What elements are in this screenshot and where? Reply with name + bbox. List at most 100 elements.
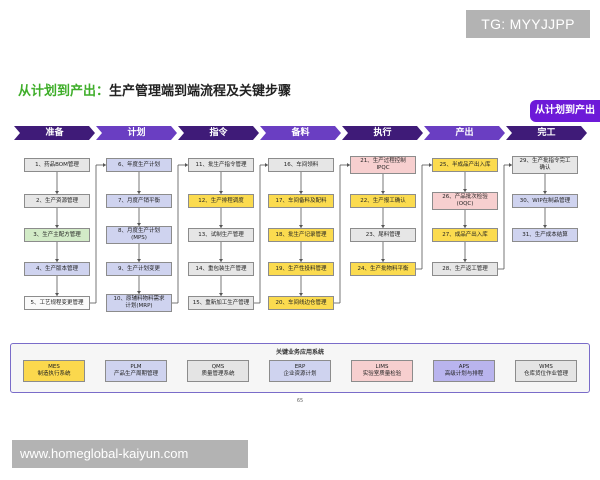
systems-title: 关键业务应用系统 <box>275 349 324 356</box>
connector-2-4-arrowhead <box>137 291 141 294</box>
connector-1-2-arrowhead <box>55 225 59 228</box>
step-1-4: 4、生产版本管理 <box>24 262 90 276</box>
column-link-6-c-arrowhead <box>509 163 512 167</box>
step-5-3: 23、尾料管理 <box>350 228 416 242</box>
step-4-1: 16、车间领料 <box>268 158 334 172</box>
column-link-2-c-arrowhead <box>185 163 188 167</box>
column-link-3-c-arrowhead <box>265 163 268 167</box>
connector-4-4-arrowhead <box>299 293 303 296</box>
system-code: QMS <box>211 363 225 370</box>
step-3-2: 12、生产排程调度 <box>188 194 254 208</box>
connector-2-3-arrowhead <box>137 259 141 262</box>
page-title: 从计划到产出：生产管理端到端流程及关键步骤 <box>18 80 291 99</box>
system-code: MES <box>48 363 60 370</box>
connector-3-1-arrowhead <box>219 191 223 194</box>
step-7-1: 29、生产批指令完工 确认 <box>512 156 578 174</box>
system-name: 实验室质量检验 <box>362 371 402 377</box>
step-4-3: 18、批生产记录管理 <box>268 228 334 242</box>
step-5-1: 21、生产过程控制 IPQC <box>350 156 416 174</box>
system-code: APS <box>458 363 470 370</box>
phase-2: 计划 <box>96 126 177 140</box>
connector-5-1-arrowhead <box>381 191 385 194</box>
flow-tag: 从计划到产出 <box>530 100 600 122</box>
step-3-5: 15、重新加工生产管理 <box>188 296 254 310</box>
phase-5: 执行 <box>342 126 423 140</box>
step-1-1: 1、药品BOM管理 <box>24 158 90 172</box>
connector-6-3-arrowhead <box>463 259 467 262</box>
step-3-1: 11、批生产指令管理 <box>188 158 254 172</box>
step-2-3: 8、月度生产计划 (MPS) <box>106 226 172 244</box>
step-6-2: 26、产品批次检验 (OQC) <box>432 192 498 210</box>
step-7-3: 31、生产成本结算 <box>512 228 578 242</box>
column-link-1-c-arrowhead <box>103 163 106 167</box>
step-4-2: 17、车间备料及配料 <box>268 194 334 208</box>
step-2-5: 10、原辅料物料需求 计划(MRP) <box>106 294 172 312</box>
connector-7-2-arrowhead <box>543 225 547 228</box>
connector-3-2-arrowhead <box>219 225 223 228</box>
connector-5-3-arrowhead <box>381 259 385 262</box>
step-1-2: 2、生产资源管理 <box>24 194 90 208</box>
watermark-bottom: www.homeglobal-kaiyun.com <box>12 440 248 468</box>
connector-6-1-arrowhead <box>463 189 467 192</box>
system-name: 制造执行系统 <box>37 371 71 377</box>
connector-3-4-arrowhead <box>219 293 223 296</box>
step-7-2: 30、WIP在制品管理 <box>512 194 578 208</box>
system-name: 产品生产周期管理 <box>113 371 158 377</box>
system-code: PLM <box>130 363 142 370</box>
step-4-4: 19、生产性投料管理 <box>268 262 334 276</box>
step-4-5: 20、车间线边仓管理 <box>268 296 334 310</box>
connector-4-3-arrowhead <box>299 259 303 262</box>
step-1-5: 5、工艺规程变更管理 <box>24 296 90 310</box>
step-5-4: 24、生产批物料平衡 <box>350 262 416 276</box>
phase-bar: 准备计划指令备料执行产出完工 <box>14 126 586 140</box>
step-3-3: 13、试制生产管理 <box>188 228 254 242</box>
system-code: ERP <box>294 363 306 370</box>
connector-5-2-arrowhead <box>381 225 385 228</box>
phase-1: 准备 <box>14 126 95 140</box>
connector-2-1-arrowhead <box>137 191 141 194</box>
phase-4: 备料 <box>260 126 341 140</box>
connector-7-1-arrowhead <box>543 191 547 194</box>
system-name: 企业资源计划 <box>283 371 317 377</box>
connector-1-3-arrowhead <box>55 259 59 262</box>
step-2-1: 6、年度生产计划 <box>106 158 172 172</box>
step-1-3: 3、生产主配方管理 <box>24 228 90 242</box>
phase-7: 完工 <box>506 126 587 140</box>
connector-1-1-arrowhead <box>55 191 59 194</box>
connector-3-3-arrowhead <box>219 259 223 262</box>
step-6-4: 28、生产返工管理 <box>432 262 498 276</box>
phase-6: 产出 <box>424 126 505 140</box>
step-2-4: 9、生产计划变更 <box>106 262 172 276</box>
page-title-accent: 从计划到产出： <box>18 84 110 99</box>
step-6-3: 27、成品产出入库 <box>432 228 498 242</box>
system-code: LIMS <box>375 363 389 370</box>
step-6-1: 25、半成品产出入库 <box>432 158 498 172</box>
page-number: 65 <box>296 398 304 404</box>
step-3-4: 14、重包装生产管理 <box>188 262 254 276</box>
column-link-5-c-arrowhead <box>429 163 432 167</box>
page-title-rest: 生产管理端到端流程及关键步骤 <box>109 84 292 99</box>
step-5-2: 22、生产报工确认 <box>350 194 416 208</box>
connector-2-2-arrowhead <box>137 223 141 226</box>
step-2-2: 7、月度产销平衡 <box>106 194 172 208</box>
connector-4-1-arrowhead <box>299 191 303 194</box>
watermark-top: TG: MYYJJPP <box>466 10 590 38</box>
system-name: 质量管理系统 <box>201 371 235 377</box>
connector-1-4-arrowhead <box>55 293 59 296</box>
connector-4-2-arrowhead <box>299 225 303 228</box>
system-name: 仓库货位作业管理 <box>523 371 568 377</box>
system-code: WMS <box>539 363 553 370</box>
connector-6-2-arrowhead <box>463 225 467 228</box>
system-name: 高级计划与排程 <box>444 371 484 377</box>
column-link-4-c-arrowhead <box>347 163 350 167</box>
phase-3: 指令 <box>178 126 259 140</box>
